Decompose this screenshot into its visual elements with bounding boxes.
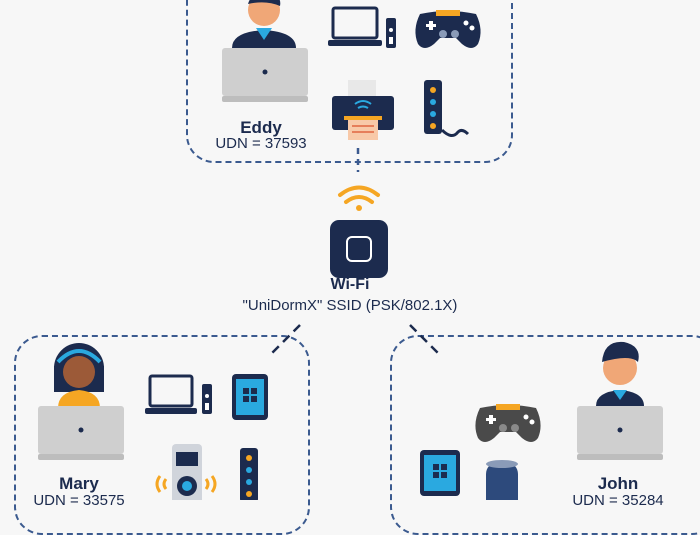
john-udn-label: UDN = 35284 xyxy=(572,492,664,509)
mary-udn-label: UDN = 33575 xyxy=(33,492,125,509)
eddy-laptop-icon xyxy=(222,48,308,102)
network-diagram xyxy=(38,0,663,500)
mary-smart-doorbell-icon xyxy=(155,444,217,500)
john-name-label: John xyxy=(597,474,639,493)
wifi-title: Wi-Fi xyxy=(330,276,370,293)
mary-tablet-icon xyxy=(232,374,268,420)
eddy-avatar xyxy=(232,0,296,48)
mary-laptop-icon xyxy=(38,406,124,460)
john-game-controller-icon xyxy=(475,404,541,442)
mary-avatar xyxy=(54,343,104,408)
access-point-icon xyxy=(330,220,388,278)
mary-streaming-stick-icon xyxy=(240,448,258,500)
john-tablet-icon xyxy=(420,450,460,496)
eddy-udn-label: UDN = 37593 xyxy=(215,135,307,152)
john-smart-speaker-icon xyxy=(486,460,518,500)
eddy-streaming-stick-icon xyxy=(424,80,470,137)
eddy-printer-icon xyxy=(332,80,394,140)
mary-desktop-computer-icon xyxy=(145,374,212,414)
eddy-name-label: Eddy xyxy=(240,118,282,137)
eddy-game-controller-icon xyxy=(415,10,481,48)
eddy-group-box xyxy=(186,0,513,163)
mary-connection-line xyxy=(269,324,301,356)
wifi-ssid-label: "UniDormX" SSID (PSK/802.1X) xyxy=(242,297,458,314)
john-connection-line xyxy=(409,324,441,356)
mary-name-label: Mary xyxy=(59,474,99,493)
wifi-signal-icon xyxy=(338,185,380,211)
john-avatar xyxy=(596,341,644,406)
eddy-desktop-computer-icon xyxy=(328,6,396,48)
john-laptop-icon xyxy=(577,406,663,460)
